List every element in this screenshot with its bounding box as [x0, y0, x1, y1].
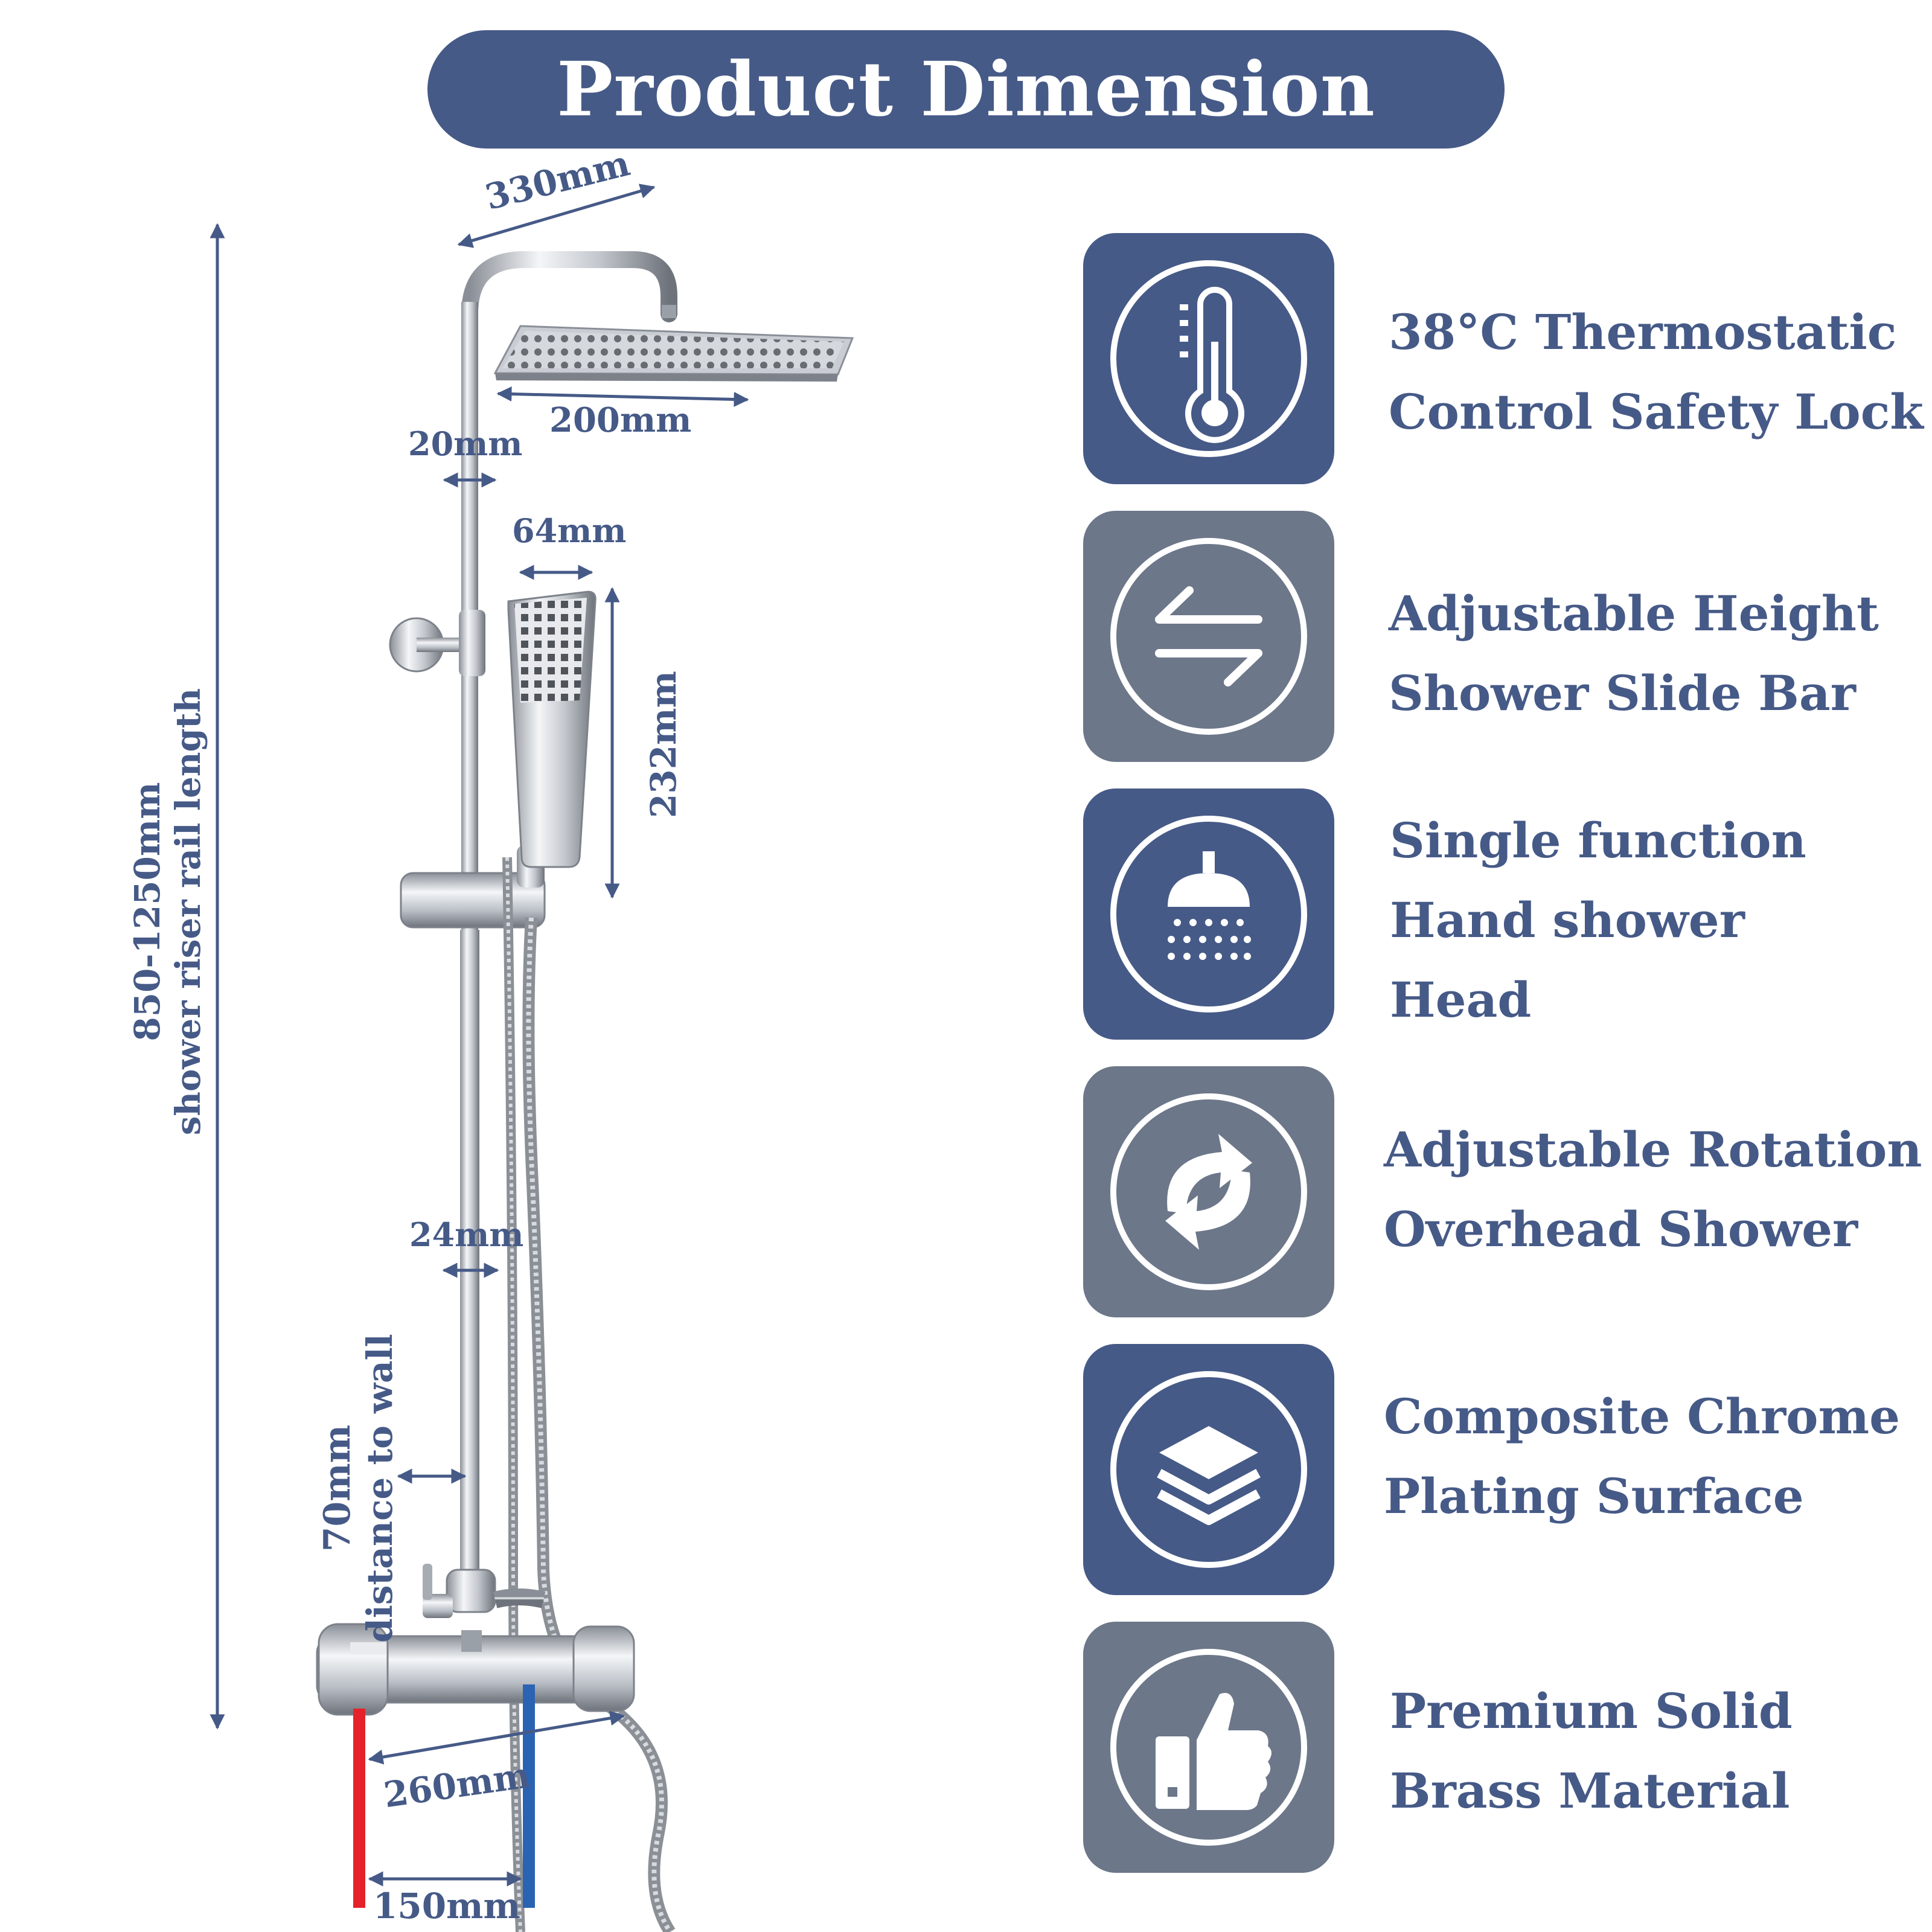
lower-pipe — [460, 930, 479, 1600]
hot-inlet — [353, 1709, 365, 1908]
overhead-arm — [461, 251, 677, 479]
feature-text-thermostatic: 38°C Thermostatic Control Safety Lock — [1389, 292, 1924, 452]
feature-text-chrome: Composite Chrome Plating Surface — [1384, 1377, 1900, 1536]
feature-tile-rotation — [1083, 1066, 1334, 1317]
feature-line: Overhead Shower — [1384, 1201, 1858, 1258]
feature-text-brass: Premium Solid Brass Material — [1390, 1671, 1793, 1831]
rotation-icon — [1110, 1093, 1307, 1290]
hose — [522, 917, 676, 1932]
feature-line: Adjustable Height — [1389, 585, 1879, 642]
title-banner: Product Dimension — [427, 30, 1505, 149]
inlet-spacing-dimension-label: 150mm — [373, 1886, 520, 1927]
feature-tile-hand-shower — [1083, 788, 1334, 1040]
wall-distance-caption: distance to wall — [359, 1334, 400, 1643]
feature-tile-chrome — [1083, 1344, 1334, 1595]
feature-line: Head — [1390, 971, 1532, 1028]
rail-length-label: 850-1250mm shower riser rail length — [127, 682, 223, 1141]
feature-line: Hand shower — [1390, 892, 1745, 948]
feature-line: Control Safety Lock — [1389, 383, 1924, 440]
feature-text-hand-shower: Single function Hand shower Head — [1390, 801, 1806, 1040]
wall-distance-label: 70mm distance to wall — [316, 1322, 413, 1654]
feature-line: Shower Slide Bar — [1389, 665, 1856, 721]
handset-length-dimension-label: 232mm — [643, 671, 684, 818]
upper-pipe-dimension-label: 20mm — [408, 424, 523, 463]
feature-line: Composite Chrome — [1384, 1388, 1900, 1445]
thumbs-up-icon — [1110, 1649, 1307, 1846]
dimension-lines — [210, 184, 749, 1887]
feature-line: Plating Surface — [1384, 1468, 1804, 1524]
shower-head-icon — [1110, 816, 1307, 1012]
feature-text-height: Adjustable Height Shower Slide Bar — [1389, 574, 1879, 733]
layers-icon — [1110, 1371, 1307, 1568]
wall-distance-value: 70mm — [316, 1424, 359, 1552]
head-dimension-label: 200mm — [549, 400, 692, 440]
feature-line: Adjustable Rotation — [1384, 1121, 1922, 1178]
feature-tile-thermostatic — [1083, 233, 1334, 484]
arrows-icon — [1110, 538, 1307, 735]
rail-length-value: 850-1250mm — [127, 782, 168, 1041]
feature-line: Single function — [1390, 812, 1806, 869]
feature-line: 38°C Thermostatic — [1389, 304, 1897, 360]
feature-tile-height — [1083, 511, 1334, 762]
page-title: Product Dimension — [557, 45, 1375, 133]
handset-width-dimension-label: 64mm — [512, 511, 627, 550]
feature-tile-brass — [1083, 1622, 1334, 1873]
lower-pipe-dimension-label: 24mm — [409, 1215, 524, 1254]
rail-length-caption: shower riser rail length — [168, 688, 208, 1136]
feature-line: Premium Solid — [1390, 1683, 1793, 1739]
thermometer-icon — [1110, 260, 1307, 457]
feature-line: Brass Material — [1390, 1762, 1790, 1819]
feature-text-rotation: Adjustable Rotation Overhead Shower — [1384, 1110, 1922, 1269]
